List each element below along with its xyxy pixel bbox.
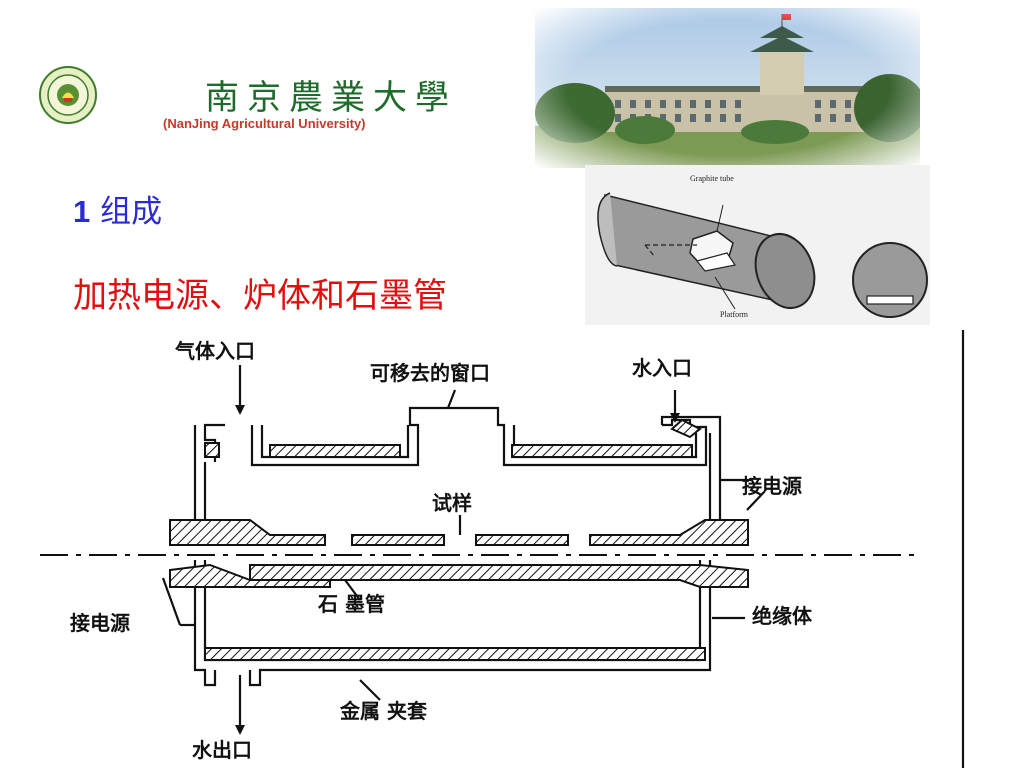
- university-name-cn: 南京農業大學: [205, 78, 457, 118]
- sample-label: 试样: [432, 491, 472, 515]
- university-name-en: (NanJing Agricultural University): [163, 116, 366, 131]
- section-title: 1 组成: [73, 186, 162, 231]
- graphite-tube-cn-label: 石 墨管: [317, 592, 385, 616]
- water-inlet-label: 水入口: [632, 356, 692, 380]
- university-seal-icon: [39, 66, 97, 124]
- section-subtitle: 加热电源、炉体和石墨管: [73, 276, 447, 316]
- gas-inlet-label: 气体入口: [174, 339, 255, 363]
- removable-window-label: 可移去的窗口: [370, 361, 490, 385]
- metal-jacket-label: 金属 夹套: [339, 699, 427, 723]
- graphite-tube-label: Graphite tube: [690, 174, 734, 183]
- section-title-text: 组成: [100, 194, 163, 230]
- campus-building-photo: [535, 8, 920, 168]
- graphite-furnace-diagram: 气体入口 可移去的窗口 水入口 接电源 试样 石 墨管 接电源 绝缘体 金属 夹…: [40, 330, 965, 768]
- power-connection-left-label: 接电源: [70, 611, 130, 635]
- graphite-tube-figure: Graphite tube Platform: [585, 165, 930, 325]
- insulator-label: 绝缘体: [752, 604, 813, 628]
- platform-label: Platform: [720, 310, 749, 319]
- power-connection-right-label: 接电源: [742, 474, 802, 498]
- section-number: 1: [73, 194, 91, 229]
- water-outlet-label: 水出口: [192, 738, 252, 762]
